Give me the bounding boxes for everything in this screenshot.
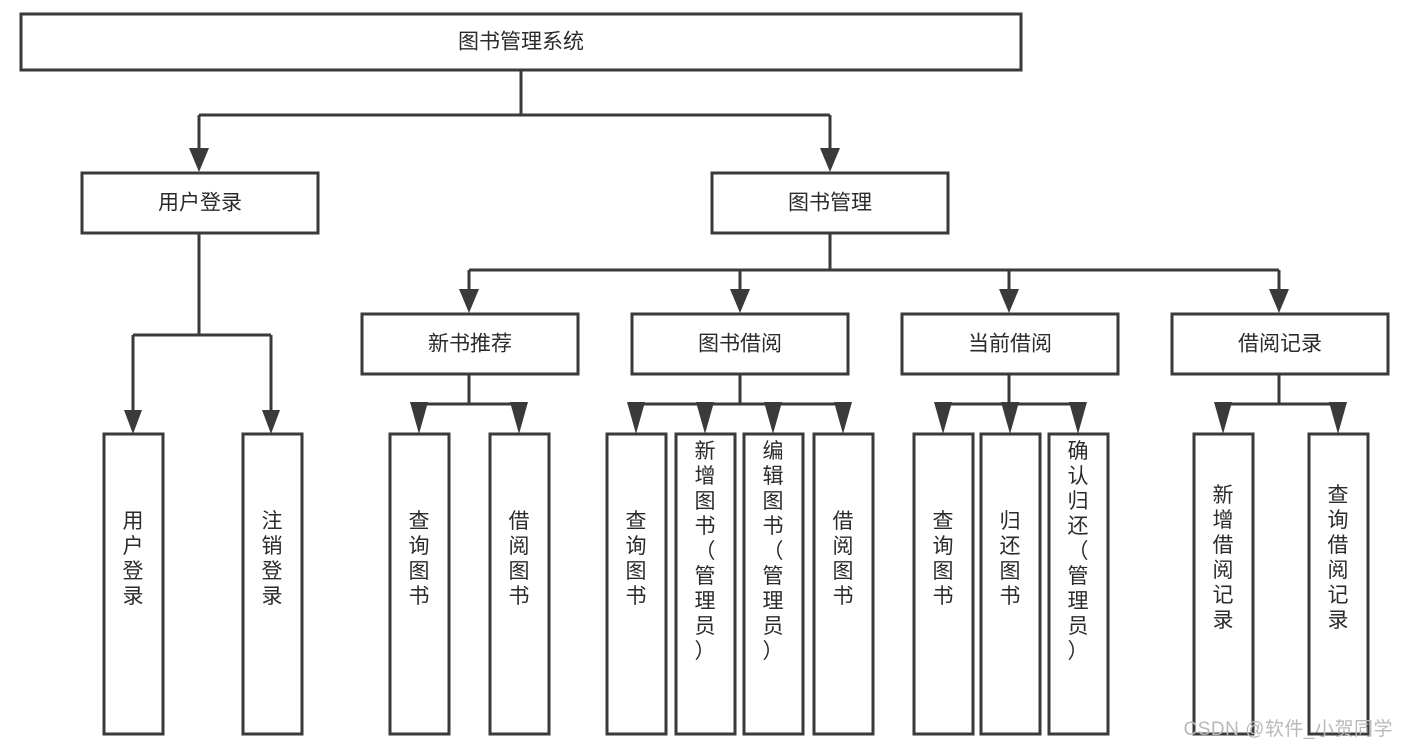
leaf-current-borrow-return[interactable]: 归还图书 [979,432,1042,736]
leaf-current-borrow-return-label: 归还图书 [1000,510,1021,608]
leaf-current-borrow-query-box[interactable] [912,432,975,736]
node-book-management[interactable]: 图书管理 [710,171,950,235]
leaf-current-borrow-confirm[interactable]: 确认归还（管理员） [1047,432,1110,736]
csdn-watermark: CSDN @软件_小贺同学 [1183,719,1393,740]
leaf-borrow-record-add[interactable]: 新增借阅记录 [1192,432,1255,736]
node-current-borrow[interactable]: 当前借阅 [900,312,1120,376]
node-root[interactable]: 图书管理系统 [19,12,1023,72]
node-user-login-box[interactable] [80,171,320,235]
leaf-user-login-login-box[interactable] [102,432,165,736]
leaf-book-borrow-edit-label: 编辑图书（管理员） [763,440,784,663]
leaf-book-borrow-borrow-box[interactable] [812,432,875,736]
leaf-book-borrow-edit[interactable]: 编辑图书（管理员） [742,432,805,736]
leaf-borrow-record-query-box[interactable] [1307,432,1370,736]
leaf-borrow-record-query[interactable]: 查询借阅记录 [1307,432,1370,736]
leaf-new-book-borrow-box[interactable] [488,432,551,736]
arrow-borrow-record-2 [1329,402,1347,434]
node-book-management-box[interactable] [710,171,950,235]
leaf-borrow-record-query-label: 查询借阅记录 [1328,484,1349,632]
node-user-login[interactable]: 用户登录 [80,171,320,235]
leaf-borrow-record-add-box[interactable] [1192,432,1255,736]
node-borrow-record-box[interactable] [1170,312,1390,376]
node-book-borrow-box[interactable] [630,312,850,376]
arrow-current-borrow-1 [934,402,952,434]
arrow-book-borrow-1 [627,402,645,434]
arrow-book-borrow-3 [764,402,782,434]
leaf-new-book-borrow-label: 借阅图书 [509,510,530,608]
arrow-book-borrow-2 [696,402,714,434]
node-borrow-record[interactable]: 借阅记录 [1170,312,1390,376]
leaf-book-borrow-edit-box[interactable] [742,432,805,736]
leaf-new-book-borrow[interactable]: 借阅图书 [488,432,551,736]
node-borrow-record-label: 借阅记录 [1238,333,1322,356]
arrow-current-borrow-2 [1001,402,1019,434]
leaf-user-login-login-label: 用户登录 [123,510,144,608]
leaf-book-borrow-query-label: 查询图书 [626,510,647,608]
arrow-current-borrow-3 [1069,402,1087,434]
leaf-book-borrow-query[interactable]: 查询图书 [605,432,668,736]
node-current-borrow-label: 当前借阅 [968,333,1052,356]
leaf-current-borrow-confirm-label: 确认归还（管理员） [1068,440,1089,663]
leaf-current-borrow-return-box[interactable] [979,432,1042,736]
arrow-to-new-book [459,289,479,313]
leaf-user-login-logout-label: 注销登录 [262,510,283,608]
node-new-book-recommend[interactable]: 新书推荐 [360,312,580,376]
leaf-book-borrow-add-label: 新增图书（管理员） [695,440,716,663]
node-root-label: 图书管理系统 [458,31,584,54]
leaf-book-borrow-add-box[interactable] [674,432,737,736]
leaf-user-login-logout-box[interactable] [241,432,304,736]
arrowheads [124,148,1347,434]
arrow-to-user-login [189,148,209,172]
arrow-to-current-borrow [999,289,1019,313]
leaf-new-book-query-box[interactable] [388,432,451,736]
leaf-current-borrow-query[interactable]: 查询图书 [912,432,975,736]
leaf-user-login-logout[interactable]: 注销登录 [241,432,304,736]
leaf-current-borrow-query-label: 查询图书 [933,510,954,608]
leaf-borrow-record-add-label: 新增借阅记录 [1213,484,1234,632]
arrow-new-book-1 [410,402,428,434]
node-current-borrow-box[interactable] [900,312,1120,376]
leaf-user-login-login[interactable]: 用户登录 [102,432,165,736]
leaf-book-borrow-add[interactable]: 新增图书（管理员） [674,432,737,736]
node-new-book-recommend-box[interactable] [360,312,580,376]
node-book-borrow[interactable]: 图书借阅 [630,312,850,376]
leaf-new-book-query[interactable]: 查询图书 [388,432,451,736]
node-root-box[interactable] [19,12,1023,72]
leaf-book-borrow-query-box[interactable] [605,432,668,736]
node-book-borrow-label: 图书借阅 [698,333,782,356]
leaf-new-book-query-label: 查询图书 [409,510,430,608]
leaf-current-borrow-confirm-box[interactable] [1047,432,1110,736]
arrow-user-login-2 [262,410,280,434]
arrow-to-book-mgmt [820,148,840,172]
arrow-user-login-1 [124,410,142,434]
arrow-to-borrow-record [1269,289,1289,313]
leaf-book-borrow-borrow[interactable]: 借阅图书 [812,432,875,736]
arrow-borrow-record-1 [1214,402,1232,434]
node-book-management-label: 图书管理 [788,192,872,215]
arrow-to-book-borrow [730,289,750,313]
arrow-book-borrow-4 [834,402,852,434]
node-user-login-label: 用户登录 [158,192,242,215]
leaf-book-borrow-borrow-label: 借阅图书 [833,510,854,608]
arrow-new-book-2 [510,402,528,434]
node-new-book-recommend-label: 新书推荐 [428,333,512,356]
